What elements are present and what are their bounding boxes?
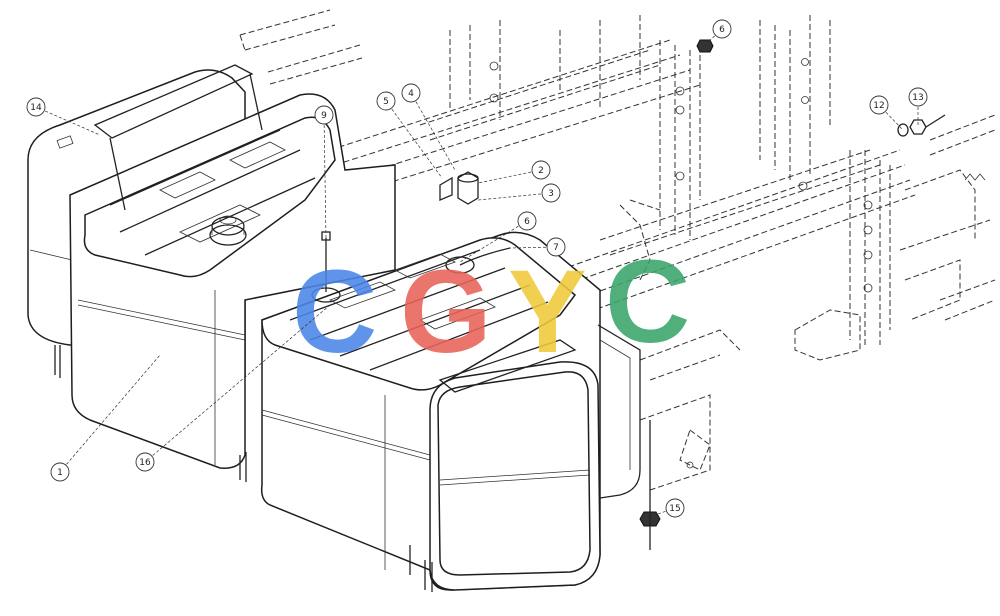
chassis-frame <box>239 9 996 491</box>
leader-line-c3 <box>477 192 552 201</box>
callout-label-c7: 7 <box>553 243 559 253</box>
callout-circle-c15 <box>665 498 685 518</box>
callout-label-c6: 6 <box>524 217 530 227</box>
callout-label-c2: 2 <box>538 166 544 176</box>
leader-line-c14 <box>35 106 101 136</box>
leader-line-c2 <box>477 169 542 184</box>
callout-label-c12: 12 <box>873 101 884 111</box>
leader-line-c6b <box>704 28 723 46</box>
callout-circle-c7 <box>546 237 566 257</box>
callout-label-c14: 14 <box>30 103 42 113</box>
callout-label-c13: 13 <box>912 93 923 103</box>
leader-line-c16 <box>144 304 331 463</box>
watermark-letter-c2: C <box>605 236 690 368</box>
callout-circle-c2 <box>531 160 551 180</box>
callout-label-c5: 5 <box>383 97 389 107</box>
callout-circle-c14 <box>26 97 46 117</box>
callout-circle-c5 <box>376 91 396 111</box>
right-fuel-tank <box>260 231 641 592</box>
leader-line-c9 <box>323 114 327 239</box>
leader-line-c4 <box>410 92 456 171</box>
callout-label-c16: 16 <box>139 458 151 468</box>
callout-circle-c12 <box>869 95 889 115</box>
callout-label-c9: 9 <box>321 111 327 121</box>
watermark: C G Y C <box>292 236 690 378</box>
leader-line-c6 <box>459 220 528 263</box>
callout-label-c4: 4 <box>408 89 414 99</box>
leader-line-c15 <box>651 507 676 517</box>
callout-circle-c4 <box>401 83 421 103</box>
callout-circle-c16 <box>135 452 155 472</box>
callout-label-c3: 3 <box>548 189 554 199</box>
callout-circle-c3 <box>541 183 561 203</box>
callout-label-c15: 15 <box>669 504 680 514</box>
callout-circle-c9 <box>314 105 334 125</box>
watermark-letter-y: Y <box>508 246 587 378</box>
leader-line-c1 <box>59 354 161 473</box>
callout-circle-c6 <box>517 211 537 231</box>
callout-circle-c6b <box>712 19 732 39</box>
left-fuel-tank <box>27 64 396 482</box>
hardware <box>439 39 946 550</box>
callout-label-c6b: 6 <box>719 25 725 35</box>
callout-label-c1: 1 <box>57 468 63 478</box>
watermark-letter-g: G <box>400 246 492 378</box>
callout-circle-c1 <box>50 462 70 482</box>
callout-circle-c13 <box>908 87 928 107</box>
leader-line-c5 <box>385 100 443 179</box>
watermark-letter-c1: C <box>292 246 377 378</box>
